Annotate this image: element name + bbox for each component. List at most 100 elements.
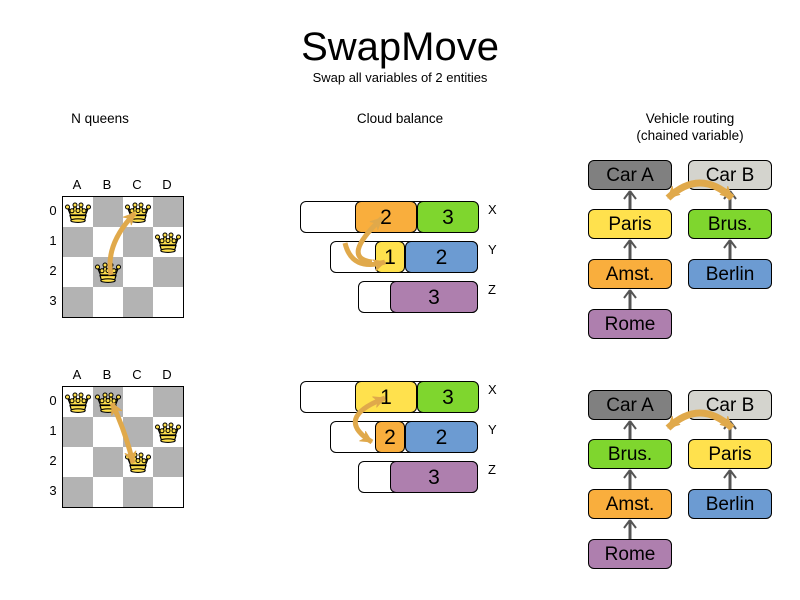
cloud-computer-row: 3 — [358, 281, 478, 313]
column-heading-nqueens: N queens — [71, 111, 129, 126]
cloud-computer-label-x: X — [488, 382, 497, 397]
board-col-label-c: C — [132, 367, 142, 382]
cloud-computer-label-y: Y — [488, 242, 497, 257]
customer-box[interactable]: Paris — [688, 439, 772, 469]
cloud-process-block[interactable]: 2 — [405, 421, 478, 453]
board-square[interactable] — [123, 477, 153, 507]
board-row-label-2: 2 — [49, 453, 57, 468]
board-square[interactable] — [93, 447, 123, 477]
cloud-process-block[interactable]: 1 — [355, 381, 417, 413]
chain-link-arrow — [623, 289, 637, 309]
vehicle-box[interactable]: Car B — [688, 390, 772, 420]
board-row-label-3: 3 — [49, 483, 57, 498]
customer-box[interactable]: Brus. — [588, 439, 672, 469]
board-col-label-d: D — [162, 367, 172, 382]
customer-box[interactable]: Amst. — [588, 259, 672, 289]
board-square[interactable] — [123, 227, 153, 257]
vehicle-box[interactable]: Car A — [588, 160, 672, 190]
board-square[interactable] — [63, 477, 93, 507]
board-square[interactable] — [153, 477, 183, 507]
cloud-computer-label-z: Z — [488, 462, 496, 477]
board-square[interactable] — [63, 417, 93, 447]
chain-link-arrow — [623, 190, 637, 209]
board-square[interactable] — [93, 227, 123, 257]
vehicle-box[interactable]: Car A — [588, 390, 672, 420]
board-square[interactable] — [153, 447, 183, 477]
queen-piece[interactable] — [123, 197, 153, 227]
board-col-label-b: B — [102, 177, 112, 192]
cloud-process-block[interactable]: 3 — [390, 461, 478, 493]
column-heading-vehicle-routing: Vehicle routing (chained variable) — [590, 110, 790, 144]
column-heading-cloud-balance: Cloud balance — [356, 111, 444, 126]
customer-box[interactable]: Paris — [588, 209, 672, 239]
customer-box[interactable]: Rome — [588, 539, 672, 569]
vrp-heading-line1: Vehicle routing — [645, 111, 735, 126]
vehicle-box[interactable]: Car B — [688, 160, 772, 190]
cloud-process-block[interactable]: 3 — [417, 201, 479, 233]
board-square[interactable] — [63, 257, 93, 287]
chain-link-arrow — [723, 420, 737, 439]
customer-box[interactable]: Rome — [588, 309, 672, 339]
customer-box[interactable]: Amst. — [588, 489, 672, 519]
customer-box[interactable]: Brus. — [688, 209, 772, 239]
board-square[interactable] — [123, 257, 153, 287]
board-row-label-0: 0 — [49, 393, 57, 408]
queen-piece[interactable] — [63, 197, 93, 227]
board-grid — [62, 196, 184, 318]
cloud-computer-label-z: Z — [488, 282, 496, 297]
board-square[interactable] — [153, 197, 183, 227]
queen-piece[interactable] — [153, 227, 183, 257]
board-square[interactable] — [153, 257, 183, 287]
board-square[interactable] — [93, 417, 123, 447]
queen-piece[interactable] — [63, 387, 93, 417]
board-square[interactable] — [123, 287, 153, 317]
chain-link-arrow — [723, 190, 737, 209]
board-square[interactable] — [153, 387, 183, 417]
cloud-process-block[interactable]: 3 — [390, 281, 478, 313]
board-square[interactable] — [123, 417, 153, 447]
board-square[interactable] — [153, 287, 183, 317]
customer-box[interactable]: Berlin — [688, 259, 772, 289]
board-row-label-2: 2 — [49, 263, 57, 278]
cloud-process-block[interactable]: 2 — [375, 421, 405, 453]
vrp-heading-line2: (chained variable) — [636, 128, 744, 143]
cloud-process-block[interactable]: 1 — [375, 241, 405, 273]
board-row-labels: 0 1 2 3 — [46, 196, 60, 316]
queen-piece[interactable] — [123, 447, 153, 477]
chain-link-arrow — [623, 420, 637, 439]
cloud-computer-label-x: X — [488, 202, 497, 217]
board-square[interactable] — [93, 477, 123, 507]
cloud-computer-label-y: Y — [488, 422, 497, 437]
customer-box[interactable]: Berlin — [688, 489, 772, 519]
queen-piece[interactable] — [93, 387, 123, 417]
board-row-label-1: 1 — [49, 233, 57, 248]
cloud-process-block[interactable]: 2 — [355, 201, 417, 233]
chain-link-arrow — [723, 239, 737, 259]
chain-link-arrow — [723, 469, 737, 489]
board-row-label-1: 1 — [49, 423, 57, 438]
board-square[interactable] — [93, 287, 123, 317]
page-subtitle: Swap all variables of 2 entities — [312, 70, 488, 85]
board-col-label-a: A — [72, 177, 82, 192]
board-row-label-0: 0 — [49, 203, 57, 218]
board-grid — [62, 386, 184, 508]
board-square[interactable] — [93, 197, 123, 227]
queen-piece[interactable] — [93, 257, 123, 287]
page-title: SwapMove — [301, 25, 499, 69]
queen-piece[interactable] — [153, 417, 183, 447]
chain-link-arrow — [623, 239, 637, 259]
board-square[interactable] — [123, 387, 153, 417]
cloud-process-block[interactable]: 2 — [405, 241, 478, 273]
board-row-label-3: 3 — [49, 293, 57, 308]
cloud-process-block[interactable]: 3 — [417, 381, 479, 413]
board-square[interactable] — [63, 227, 93, 257]
board-col-label-d: D — [162, 177, 172, 192]
board-square[interactable] — [63, 447, 93, 477]
board-square[interactable] — [63, 287, 93, 317]
